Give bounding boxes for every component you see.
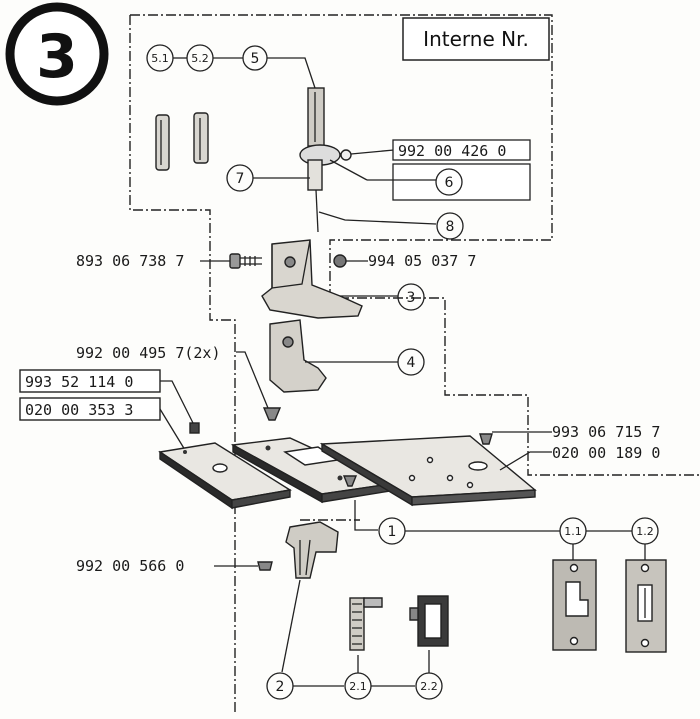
svg-text:6: 6 — [445, 175, 454, 191]
svg-text:2.1: 2.1 — [349, 680, 367, 693]
header-box — [402, 17, 550, 61]
svg-text:2: 2 — [276, 679, 285, 695]
frame-left — [129, 15, 236, 715]
svg-text:2.2: 2.2 — [420, 680, 438, 693]
feed-dog-2-1 — [349, 597, 383, 651]
part-number-893-06-738-7: 893 06 738 7 — [76, 252, 184, 270]
callout-2: 2 — [266, 672, 294, 700]
screw-992-00-566-0 — [257, 561, 273, 571]
callout-2-1: 2.1 — [344, 672, 372, 700]
svg-text:4: 4 — [407, 355, 416, 371]
header-box-text: Interne Nr. — [423, 27, 529, 51]
section-number-badge: 3 — [5, 2, 109, 106]
callout-5: 5 — [242, 45, 268, 71]
presser-foot-4 — [269, 319, 327, 393]
svg-text:1.1: 1.1 — [564, 525, 582, 538]
svg-text:8: 8 — [446, 219, 455, 235]
part-number-020-00-353-3: 020 00 353 3 — [25, 401, 133, 419]
part-box-992-00-426-0 — [392, 139, 531, 161]
callout-8: 8 — [436, 212, 464, 240]
svg-text:1: 1 — [388, 524, 397, 540]
frame-top — [130, 14, 700, 476]
svg-text:5.2: 5.2 — [191, 52, 209, 65]
part-number-992-00-495-7: 992 00 495 7(2x) — [76, 344, 221, 362]
part-number-993-52-114-0: 993 52 114 0 — [25, 373, 133, 391]
svg-text:5.1: 5.1 — [151, 52, 169, 65]
callout-1: 1 — [378, 517, 406, 545]
callout-7: 7 — [226, 164, 254, 192]
svg-text:7: 7 — [236, 171, 245, 187]
part-number-993-06-715-7: 993 06 715 7 — [552, 423, 660, 441]
part-number-020-00-189-0: 020 00 189 0 — [552, 444, 660, 462]
screw-893-06-738-7 — [229, 253, 262, 269]
nut-993-52-114-0 — [189, 422, 200, 434]
presser-foot-3 — [261, 239, 363, 319]
section-number: 3 — [36, 22, 78, 92]
callout-5-1: 5.1 — [146, 44, 174, 72]
screw-993-06-715-7 — [479, 433, 493, 445]
callout-6: 6 — [435, 168, 463, 196]
pin-5-2 — [193, 112, 209, 164]
callout-5-2: 5.2 — [186, 44, 214, 72]
feed-dog-2 — [285, 521, 339, 579]
screw-992-00-495-7 — [262, 407, 282, 421]
plate-middle — [230, 437, 393, 504]
needle-bar-assembly — [299, 87, 352, 233]
callout-1-2: 1.2 — [631, 517, 659, 545]
part-number-994-05-037-7: 994 05 037 7 — [368, 252, 476, 270]
callout-3: 3 — [397, 283, 425, 311]
callout-1-1: 1.1 — [559, 517, 587, 545]
part-number-992-00-566-0: 992 00 566 0 — [76, 557, 184, 575]
throat-plate-1-1 — [552, 559, 597, 651]
callout-2-2: 2.2 — [415, 672, 443, 700]
plate-left — [158, 442, 292, 510]
pin-5-1 — [155, 114, 170, 171]
svg-text:5: 5 — [251, 51, 260, 67]
feed-dog-2-2 — [409, 595, 449, 647]
callout-4: 4 — [397, 348, 425, 376]
nut-994-05-037-7 — [333, 254, 347, 268]
part-number-992-00-426-0: 992 00 426 0 — [398, 142, 506, 160]
svg-text:3: 3 — [407, 290, 416, 306]
svg-text:1.2: 1.2 — [636, 525, 654, 538]
plate-right — [319, 435, 537, 507]
throat-plate-1-2 — [625, 559, 667, 653]
